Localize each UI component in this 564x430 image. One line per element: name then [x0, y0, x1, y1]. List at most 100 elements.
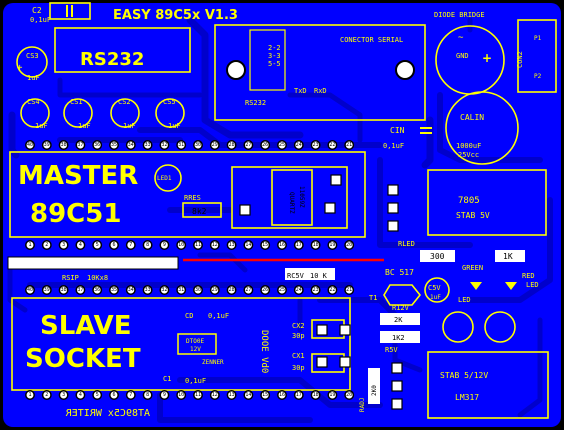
master-pin-b10-label: 11: [195, 242, 201, 248]
slave-pin-13: [243, 285, 254, 295]
capacitor-cs5: CS5 1uF: [155, 98, 185, 130]
slave-pin-16-label: 24: [296, 287, 302, 293]
slave-pin-b9-label: 10: [178, 392, 184, 398]
master-pin-b1-label: 2: [45, 242, 48, 248]
svg-text:P2: P2: [534, 73, 542, 80]
slave-pin-b0: [25, 390, 35, 400]
svg-text:300: 300: [430, 252, 445, 261]
master-pin-b9-label: 10: [178, 242, 184, 248]
svg-text:10Kx8: 10Kx8: [87, 274, 108, 282]
slave-pin-b0-label: 1: [28, 392, 31, 398]
svg-text:R5V: R5V: [385, 346, 398, 354]
slave-pin-b4-label: 5: [96, 392, 99, 398]
bottom-mirrored-label: AT89C5x WRITER: [65, 408, 150, 419]
slave-pin-b10: [193, 390, 203, 400]
svg-text:+: +: [482, 51, 492, 65]
svg-text:2-2: 2-2: [268, 44, 281, 52]
slave-pin-10-label: 30: [195, 287, 201, 293]
svg-text:89C51: 89C51: [30, 199, 121, 229]
master-pin-b3: [75, 240, 86, 250]
svg-text:7805: 7805: [458, 196, 480, 206]
master-pin-b7: [142, 240, 153, 250]
zener-diode: DTO0E 12V ZENNER: [177, 333, 224, 366]
master-pin-1-label: 39: [44, 142, 50, 148]
slave-pin-16: [293, 285, 304, 295]
square-pad-1: [387, 202, 399, 214]
svg-text:25Vcc: 25Vcc: [458, 151, 479, 159]
master-pin-b12-label: 13: [229, 242, 235, 248]
master-pin-0: [25, 140, 35, 150]
slave-pin-b7: [142, 390, 153, 400]
slave-pin-b4: [92, 390, 103, 400]
master-pin-18: [327, 140, 338, 150]
svg-text:MASTER: MASTER: [18, 161, 138, 191]
slave-pin-12-label: 28: [229, 287, 235, 293]
square-pad-6: [330, 174, 342, 186]
svg-text:STAB 5V: STAB 5V: [456, 211, 490, 220]
master-pin-5: [109, 140, 119, 150]
master-pin-10: [193, 140, 203, 150]
transistor-bc517: BC 517 T1: [369, 268, 422, 306]
slave-pin-9: [176, 285, 187, 295]
svg-text:RxD: RxD: [314, 87, 327, 95]
svg-text:LM317: LM317: [455, 393, 479, 402]
master-pin-1: [41, 140, 52, 150]
svg-text:ZENNER: ZENNER: [202, 359, 224, 366]
svg-text:RLED: RLED: [398, 240, 415, 248]
green-led: GREEN LED: [458, 264, 483, 304]
square-pad-11: [316, 324, 328, 336]
master-pin-b2: [58, 240, 69, 250]
master-pin-10-label: 30: [195, 142, 201, 148]
capacitor-cin: CIN 0,1uF: [383, 126, 432, 150]
svg-text:SOCKET: SOCKET: [25, 344, 141, 374]
master-pin-4-label: 36: [94, 142, 100, 148]
svg-text:SLAVE: SLAVE: [40, 311, 132, 341]
slave-pin-b6-label: 7: [129, 392, 132, 398]
master-pin-b18-label: 19: [329, 242, 335, 248]
master-pin-14: [260, 140, 271, 150]
master-pin-b16: [293, 240, 304, 250]
svg-text:C1: C1: [163, 375, 171, 383]
slave-pin-b1-label: 2: [45, 392, 48, 398]
slave-pin-19-label: 21: [346, 287, 352, 293]
master-pin-b13: [243, 240, 254, 250]
svg-text:3-3: 3-3: [268, 52, 281, 60]
slave-pin-1: [41, 285, 52, 295]
slave-pin-9-label: 31: [178, 287, 184, 293]
vertical-code: DOOE Vd0: [259, 330, 269, 373]
resistor-network-rsip: RSIP 10Kx8: [7, 256, 179, 282]
svg-text:1uF: 1uF: [168, 122, 181, 130]
slave-pin-15: [277, 285, 287, 295]
svg-text:+: +: [17, 63, 23, 73]
master-pin-b16-label: 17: [296, 242, 302, 248]
master-pin-b19: [344, 240, 355, 250]
master-pin-b0: [25, 240, 35, 250]
svg-text:30p: 30p: [292, 364, 305, 372]
master-pin-b6-label: 7: [129, 242, 132, 248]
master-pin-b18: [327, 240, 338, 250]
resistor-rc5v: RC5V 10 K: [285, 268, 335, 280]
capacitor-cd: CD 0,1uF: [185, 312, 229, 320]
slave-pin-b8-label: 9: [163, 392, 166, 398]
master-pin-2: [58, 140, 69, 150]
master-pin-12: [226, 140, 237, 150]
svg-text:1000uF: 1000uF: [456, 142, 481, 150]
master-pin-b17: [310, 240, 321, 250]
square-pad-7: [239, 204, 251, 216]
slave-pin-b13-label: 14: [245, 392, 251, 398]
svg-text:RS232: RS232: [245, 99, 266, 107]
master-pin-b11: [209, 240, 220, 250]
svg-text:LED: LED: [526, 281, 539, 289]
svg-text:10 K: 10 K: [310, 272, 328, 280]
svg-text:CON2: CON2: [516, 51, 524, 68]
slave-pin-17-label: 23: [313, 287, 319, 293]
master-pin-b11-label: 12: [212, 242, 218, 248]
master-pin-b4-label: 5: [96, 242, 99, 248]
master-pin-14-label: 26: [262, 142, 268, 148]
capacitor-c1: C1 0,1uF: [163, 375, 206, 385]
slave-pin-b1: [41, 390, 52, 400]
svg-text:~: ~: [458, 33, 464, 43]
resistor-radj: 2K0 RADJ: [359, 368, 380, 412]
slave-pin-0-label: 40: [27, 287, 33, 293]
master-pin-b14-label: 15: [262, 242, 268, 248]
